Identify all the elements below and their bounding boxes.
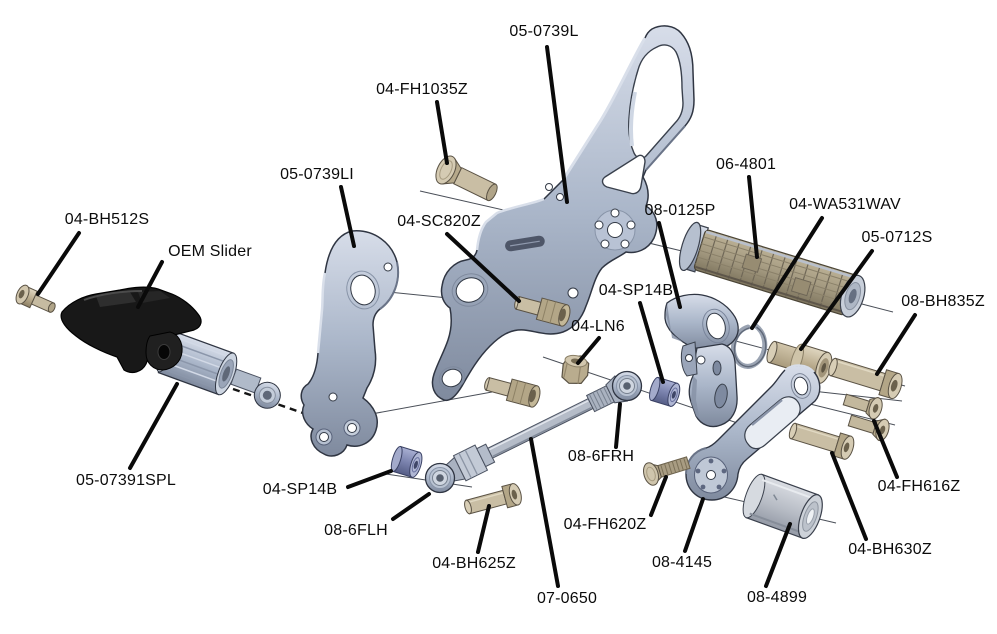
locknut-shape [561, 354, 590, 385]
barrel-spacer-shape [742, 473, 823, 539]
part-label-rodend-left: 08-6FLH [324, 522, 388, 539]
bolt-512-shape [15, 284, 56, 313]
part-label-shift-rod: 07-0650 [536, 590, 598, 607]
part-label-barrel-spacer: 08-4899 [746, 589, 808, 606]
part-label-rodend-right: 08-6FRH [567, 448, 635, 465]
main-bracket-shape [431, 25, 695, 402]
part-label-bolt-512: 04-BH512S [64, 211, 150, 228]
part-label-spacer-0712: 05-0712S [861, 229, 933, 246]
part-label-oem-slider: OEM Slider [168, 243, 252, 260]
part-label-bolt-835: 08-BH835Z [901, 293, 985, 310]
inner-bracket-shape [300, 230, 399, 457]
part-label-screw-820: 04-SC820Z [397, 213, 481, 230]
footpeg-shape [678, 221, 866, 318]
bolt-630-shape [788, 422, 855, 460]
part-label-spacer-14b-lower: 04-SP14B [262, 481, 338, 498]
part-label-wave-washer: 04-WA531WAV [789, 196, 901, 213]
shift-rod-shape [424, 370, 643, 494]
part-label-main-bracket: 05-0739L [509, 23, 579, 40]
shift-arm-shape [685, 364, 821, 501]
part-label-flathead-1035: 04-FH1035Z [376, 81, 468, 98]
engraved-logo [505, 235, 545, 252]
oem-slider-shape [60, 286, 202, 374]
part-label-inner-bracket: 05-0739LI [280, 166, 354, 183]
screw-616-a-shape [842, 393, 883, 420]
rodend-right-shape [611, 370, 643, 402]
part-label-spacer-14b-upper: 04-SP14B [598, 282, 674, 299]
part-label-screw-620: 04-FH620Z [563, 516, 647, 533]
part-label-shift-arm: 08-4145 [651, 554, 713, 571]
leader-lines [36, 45, 917, 588]
pedal-bracket-shape [664, 293, 739, 428]
part-label-pedal-bracket: 08-0125P [644, 202, 716, 219]
part-label-screw-616: 04-FH616Z [877, 478, 961, 495]
part-label-footpeg: 06-4801 [715, 156, 777, 173]
part-label-locknut: 04-LN6 [571, 318, 625, 335]
flathead-1035-shape [435, 155, 498, 202]
spacer-14b-lower-shape [390, 445, 423, 478]
spacer-14b-upper-shape [649, 376, 681, 407]
part-label-bolt-630: 04-BH630Z [848, 541, 932, 558]
screw-820-lower-shape [484, 377, 541, 408]
screw-820-upper-shape [514, 296, 571, 327]
bolt-835-shape [828, 357, 903, 400]
screw-620-shape [643, 456, 691, 486]
bolt-625-shape [464, 483, 522, 515]
part-label-spline-adapter: 05-07391SPL [75, 472, 177, 489]
rodend-left-shape [424, 462, 456, 494]
part-label-bolt-625: 04-BH625Z [432, 555, 516, 572]
